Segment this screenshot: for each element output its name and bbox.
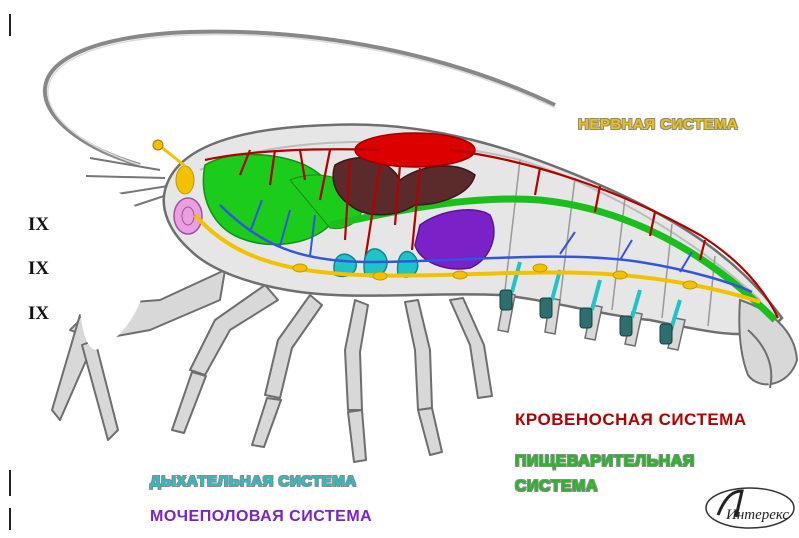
marker-2: IX — [28, 258, 49, 280]
label-urogenital-system: МОЧЕПОЛОВАЯ СИСТЕМА — [150, 508, 372, 526]
label-nervous-system: НЕРВНАЯ СИСТЕМА — [578, 116, 738, 133]
publisher-logo-text: Интерекс — [726, 507, 789, 524]
eye-stalk — [160, 146, 185, 166]
left-edge-bar — [9, 14, 11, 36]
label-respiratory-system: ДЫХАТЕЛЬНАЯ СИСТЕМА — [150, 473, 357, 490]
eye — [153, 140, 163, 150]
marker-3: IX — [28, 303, 49, 325]
label-digestive-system-line1: ПИЩЕВАРИТЕЛЬНАЯ — [515, 453, 695, 471]
label-circulatory-system: КРОВЕНОСНАЯ СИСТЕМА — [515, 410, 747, 430]
left-edge-bar — [9, 508, 11, 530]
left-edge-bar — [9, 470, 11, 496]
label-digestive-system-line2: СИСТЕМА — [515, 478, 598, 496]
marker-1: IX — [28, 214, 49, 236]
